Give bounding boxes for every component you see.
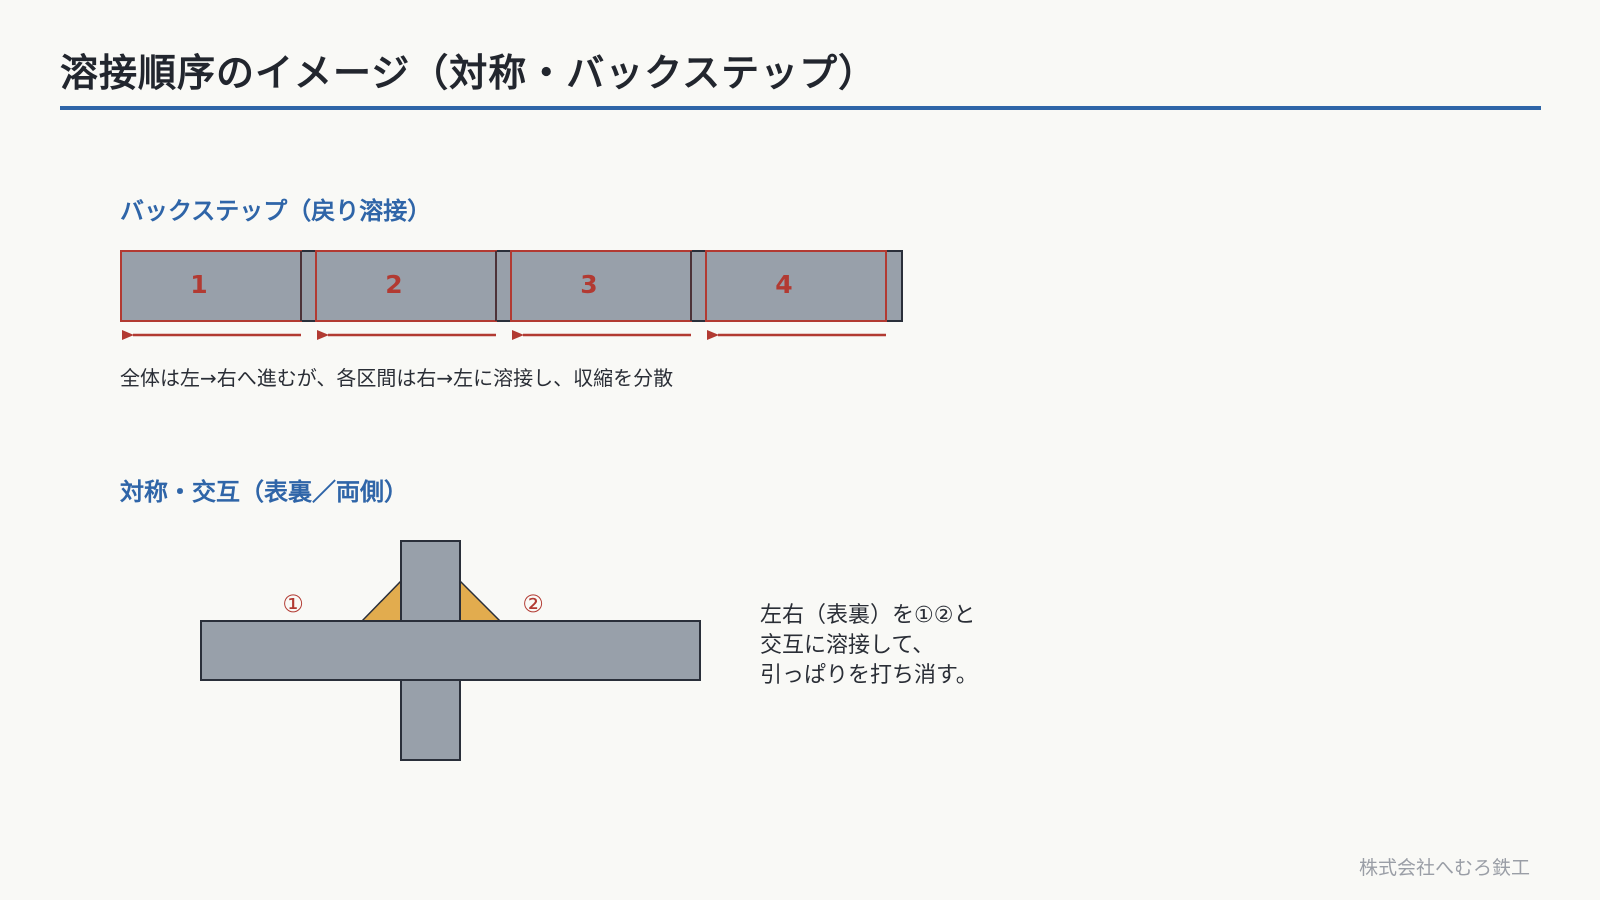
web-plate-lower (400, 679, 461, 761)
segment-number-3: 3 (580, 270, 597, 299)
flange-plate (200, 620, 701, 681)
cross-section-diagram: ① ② (200, 540, 701, 761)
segment-number-4: 4 (775, 270, 792, 299)
backstep-heading: バックステップ（戻り溶接） (120, 197, 432, 225)
weld-segment-4 (705, 250, 887, 322)
symmetric-note: 左右（表裏）を①②と 交互に溶接して、 引っぱりを打ち消す。 (760, 601, 978, 691)
segment-number-1: 1 (190, 270, 207, 299)
page-title: 溶接順序のイメージ（対称・バックステップ） (60, 51, 878, 95)
weld-order-label-2: ② (522, 590, 544, 618)
weld-bead-left (360, 579, 402, 622)
note-line: 交互に溶接して、 (760, 633, 935, 658)
note-line: 引っぱりを打ち消す。 (760, 663, 978, 688)
segment-number-2: 2 (385, 270, 402, 299)
company-name: 株式会社へむろ鉄工 (1358, 857, 1530, 879)
symmetric-heading: 対称・交互（表裏／両側） (120, 478, 408, 506)
title-underline (60, 106, 1541, 110)
note-line: 左右（表裏）を①②と (760, 603, 976, 628)
backstep-caption: 全体は左→右へ進むが、各区間は右→左に溶接し、収縮を分散 (120, 366, 674, 390)
backstep-diagram: 1 2 3 4 (120, 250, 903, 340)
web-plate-upper (400, 540, 461, 622)
weld-order-label-1: ① (282, 590, 304, 618)
weld-bead-right (459, 579, 502, 622)
